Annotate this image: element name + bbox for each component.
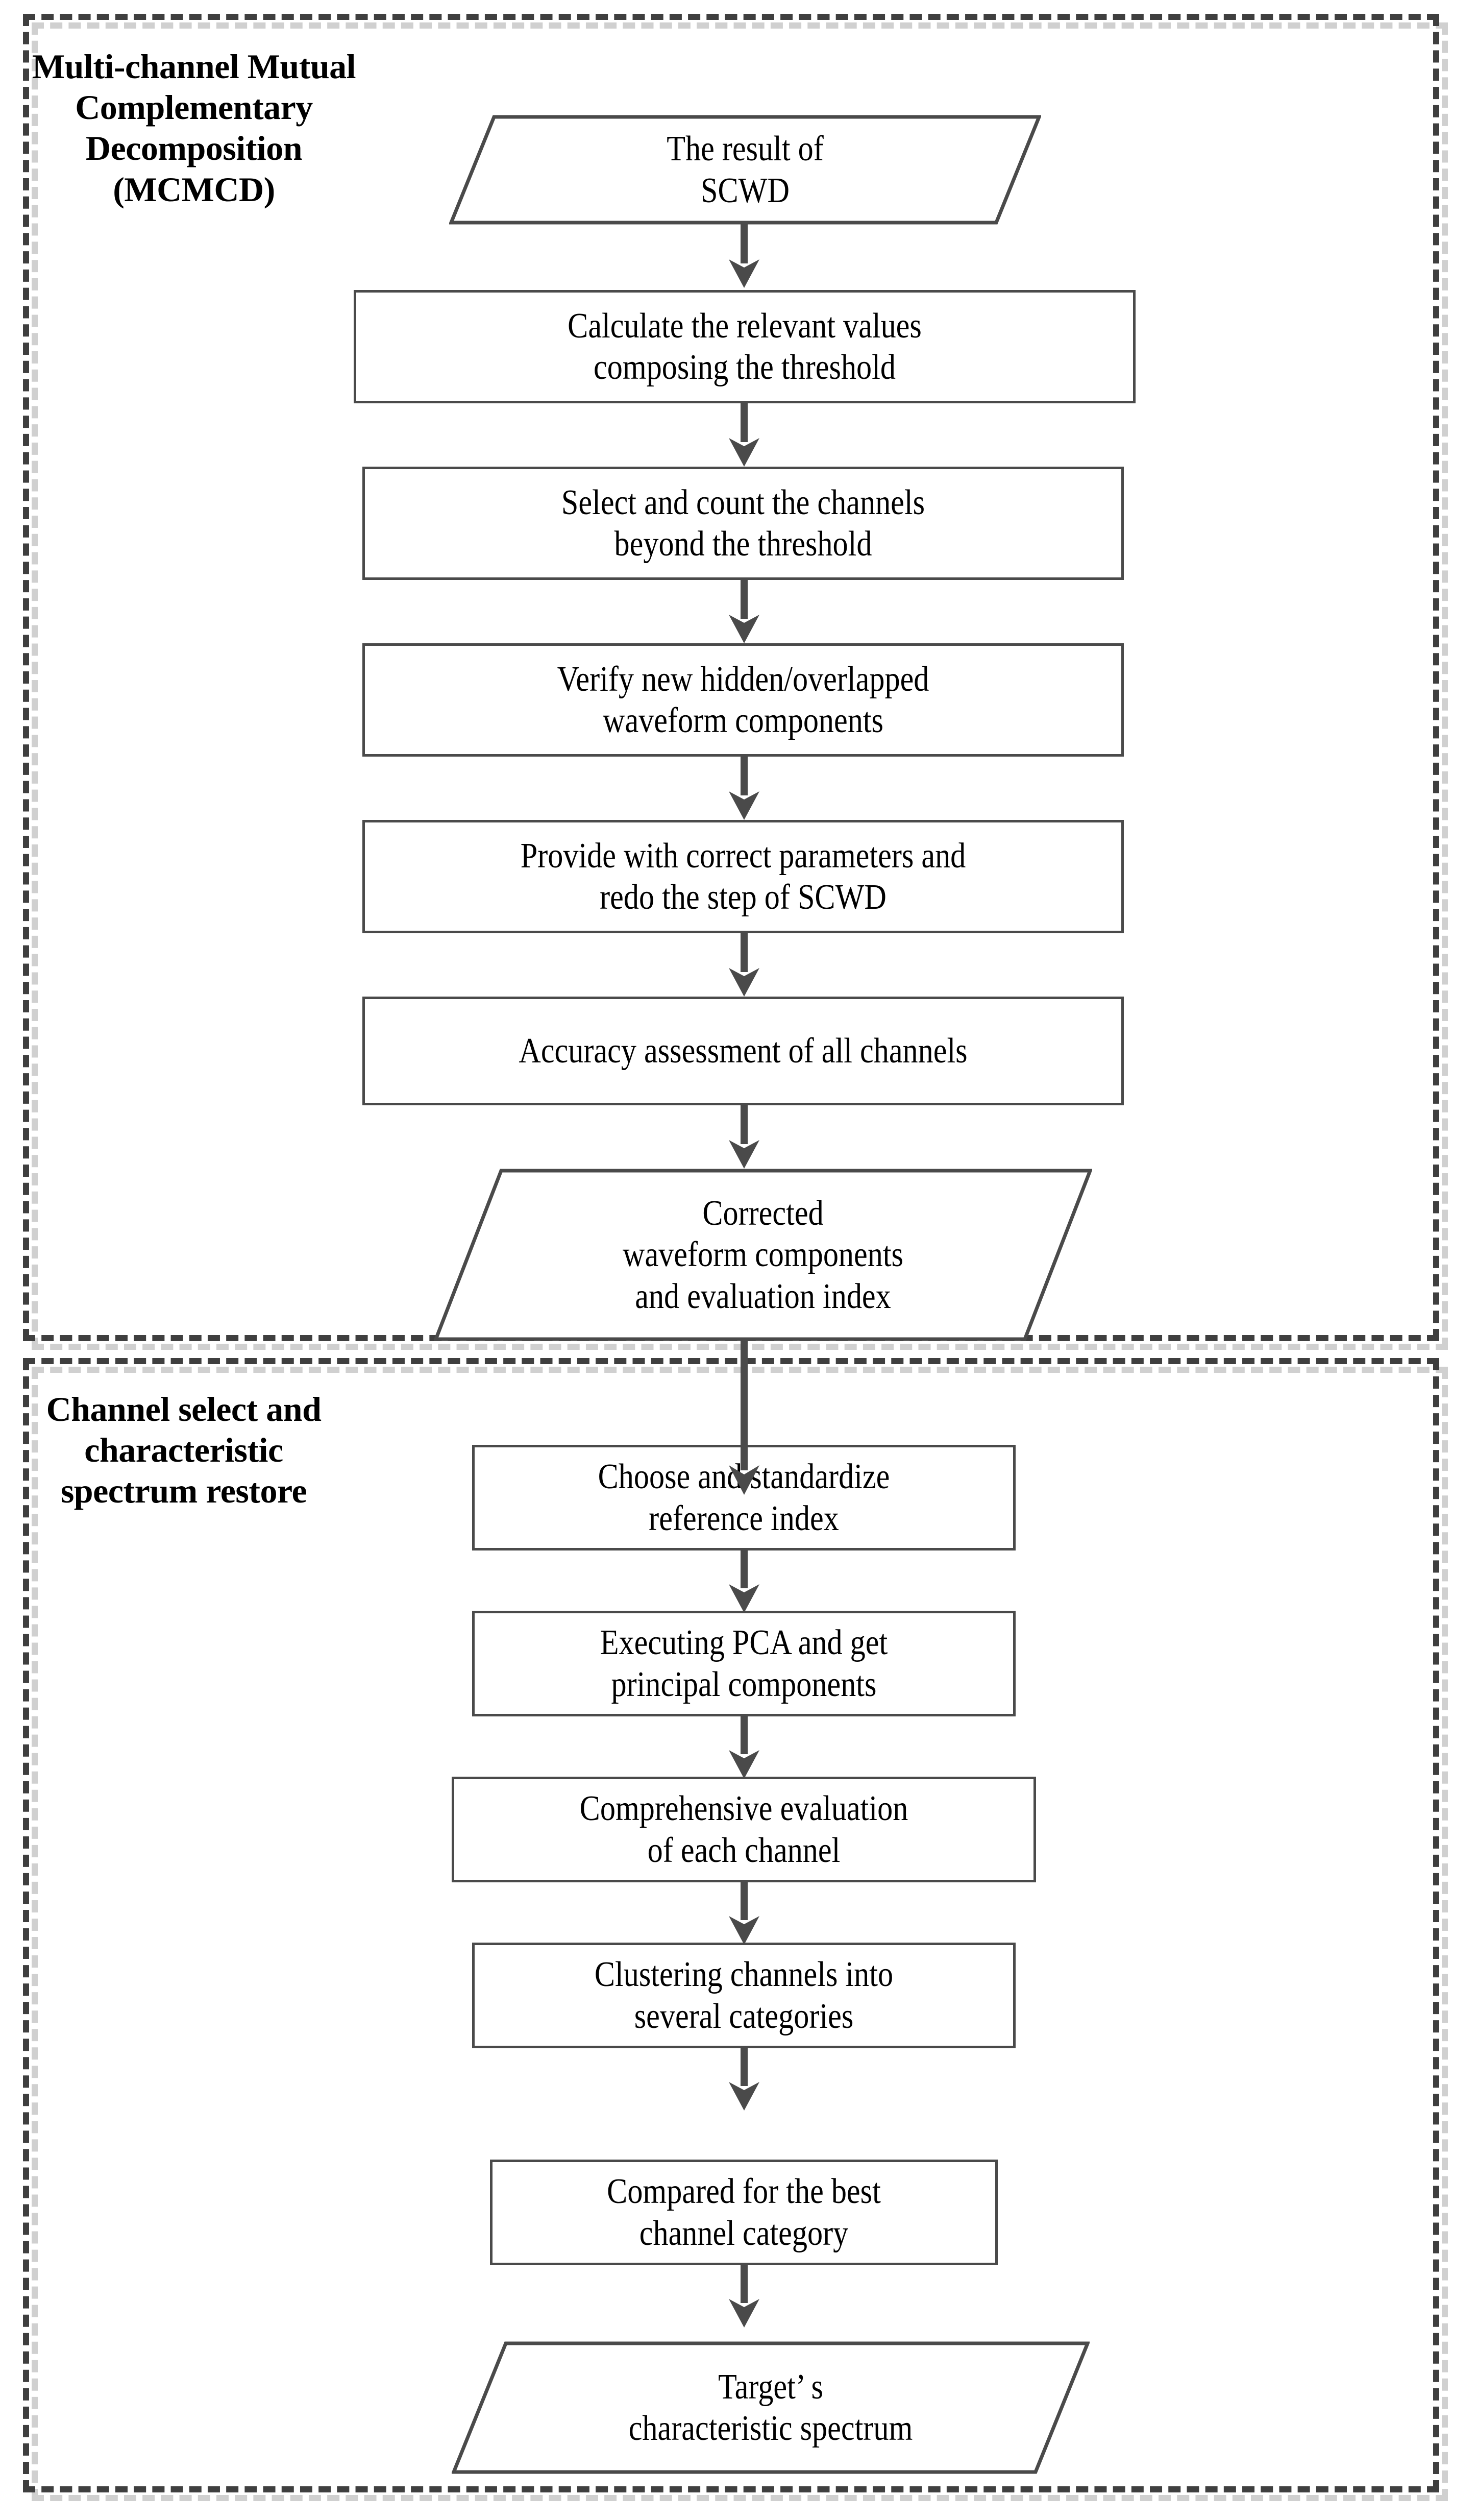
node-select-count-channels: Select and count the channels beyond the…: [362, 467, 1124, 580]
connector-arrow-7-cross-boundary: [724, 1339, 765, 1497]
group-mcmcd-label: Multi-channel Mutual Complementary Decom…: [32, 47, 356, 209]
node-scwd-result: The result of SCWD: [449, 115, 1041, 225]
node-calculate-threshold: Calculate the relevant values composing …: [354, 290, 1136, 403]
connector-arrow-12: [724, 2263, 765, 2330]
node-provide-parameters: Provide with correct parameters and redo…: [362, 820, 1124, 933]
connector-arrow-4: [724, 755, 765, 822]
node-label: Verify new hidden/overlapped waveform co…: [557, 659, 929, 740]
node-clustering-channels: Clustering channels into several categor…: [472, 1943, 1016, 2048]
node-label: Accuracy assessment of all channels: [519, 1031, 968, 1071]
node-label: Target’ s characteristic spectrum: [628, 2367, 913, 2448]
arrow-down-icon: [729, 1103, 759, 1169]
node-executing-pca: Executing PCA and get principal componen…: [472, 1611, 1016, 1716]
connector-arrow-1: [724, 223, 765, 290]
node-compared-best-channel: Compared for the best channel category: [490, 2160, 998, 2265]
connector-arrow-10: [724, 1880, 765, 1947]
node-accuracy-assessment: Accuracy assessment of all channels: [362, 997, 1124, 1105]
node-target-characteristic-spectrum: Target’ s characteristic spectrum: [452, 2341, 1090, 2475]
node-label: Clustering channels into several categor…: [594, 1955, 894, 2036]
arrow-down-icon: [729, 1880, 759, 1945]
node-label: Comprehensive evaluation of each channel: [579, 1789, 908, 1870]
arrow-down-icon: [729, 755, 759, 820]
arrow-down-icon: [729, 1548, 759, 1613]
connector-arrow-9: [724, 1714, 765, 1781]
arrow-down-icon: [729, 578, 759, 643]
node-label: Executing PCA and get principal componen…: [600, 1623, 888, 1704]
node-label: Choose and standardize reference index: [598, 1457, 890, 1538]
group-mcmcd-shadow: [32, 22, 1448, 1350]
connector-arrow-5: [724, 931, 765, 999]
arrow-down-icon: [729, 2263, 759, 2328]
arrow-down-icon: [729, 401, 759, 467]
node-label: Select and count the channels beyond the…: [561, 482, 925, 564]
group-channel-select-boundary: [23, 1358, 1439, 2492]
connector-arrow-2: [724, 401, 765, 469]
node-label: Corrected waveform components and evalua…: [622, 1194, 903, 1316]
arrow-down-icon: [729, 1714, 759, 1779]
connector-arrow-11: [724, 2046, 765, 2113]
node-comprehensive-evaluation: Comprehensive evaluation of each channel: [452, 1777, 1036, 1882]
connector-arrow-6: [724, 1103, 765, 1171]
node-label: Provide with correct parameters and redo…: [520, 836, 966, 917]
arrow-down-icon: [729, 1339, 759, 1495]
arrow-down-icon: [729, 223, 759, 288]
node-label: The result of SCWD: [667, 129, 824, 210]
arrow-down-icon: [729, 2046, 759, 2111]
parallelogram-shape: [452, 2341, 1090, 2474]
parallelogram-shape: [449, 115, 1041, 225]
parallelogram-shape: [434, 1169, 1092, 1341]
arrow-down-icon: [729, 931, 759, 997]
connector-arrow-3: [724, 578, 765, 645]
group-channel-select-label: Channel select and characteristic spectr…: [46, 1390, 322, 1511]
group-channel-select-shadow: [32, 1367, 1448, 2501]
node-corrected-output: Corrected waveform components and evalua…: [434, 1168, 1092, 1342]
node-label: Calculate the relevant values composing …: [568, 306, 922, 387]
node-label: Compared for the best channel category: [607, 2172, 881, 2253]
node-verify-components: Verify new hidden/overlapped waveform co…: [362, 643, 1124, 757]
connector-arrow-8: [724, 1548, 765, 1615]
